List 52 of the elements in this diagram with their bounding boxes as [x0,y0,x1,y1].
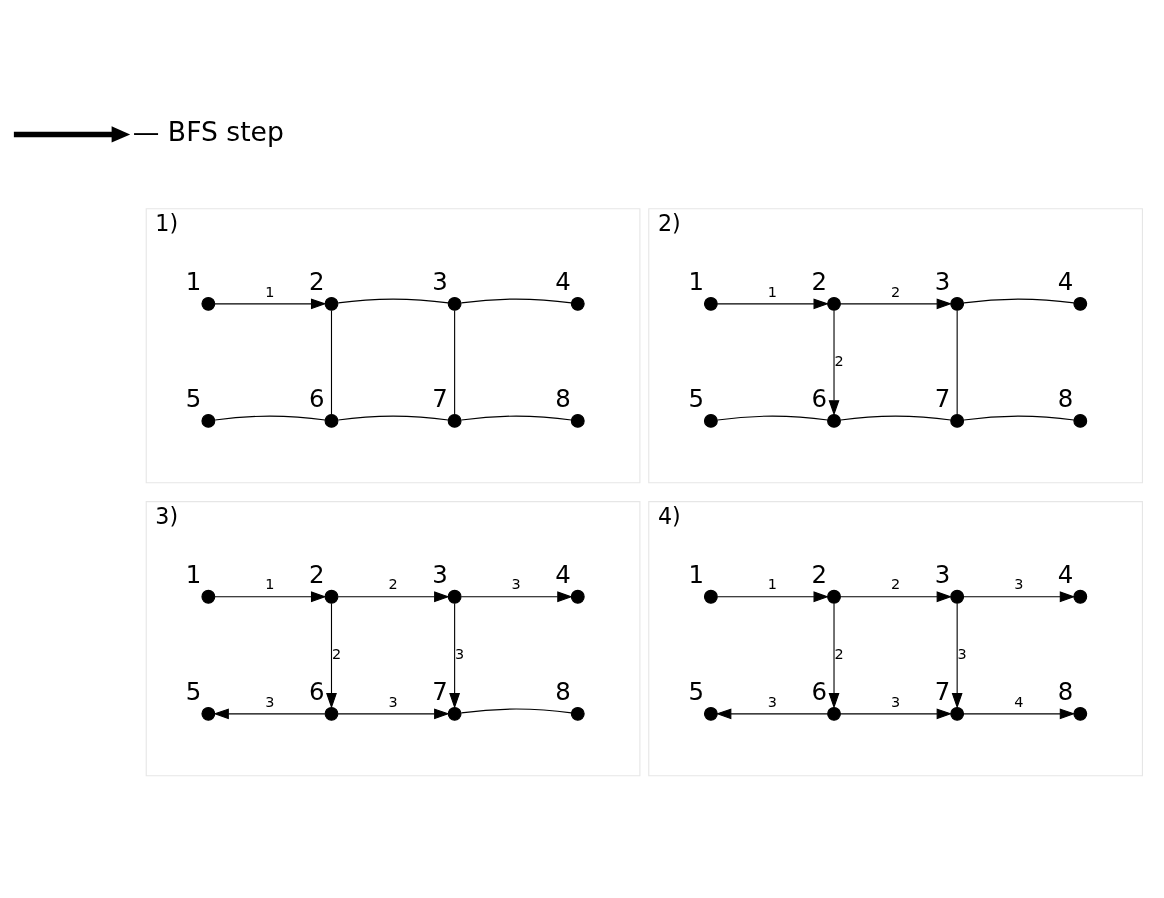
node-label: 6 [309,676,325,706]
node-label: 7 [432,676,448,706]
node-label: 8 [1057,383,1074,413]
edge-label: 2 [834,352,844,369]
node-label: 1 [185,266,202,296]
edge-label: 4 [1014,693,1024,710]
node-label: 6 [811,676,828,706]
edge-label: 1 [265,283,275,300]
edge-label: 3 [1014,575,1024,592]
edge-label: 1 [265,575,275,592]
edge-label: 2 [891,283,901,300]
node-label: 4 [555,559,571,589]
edge-label: 2 [331,645,342,662]
node-label: 6 [309,383,325,413]
node-label: 4 [555,266,571,296]
edge-label: 2 [834,645,844,662]
edge-label: 2 [388,575,398,592]
node-label: 1 [688,266,704,296]
edge-label: 3 [455,645,465,662]
node-label: 3 [432,266,448,296]
edge-label: 3 [511,575,521,592]
node-label: 5 [185,676,202,706]
node-label: 7 [934,383,951,413]
node-label: 7 [432,383,448,413]
edge-label: 3 [388,693,398,710]
node-label: 2 [309,559,325,589]
node-label: 3 [934,559,951,589]
edge-label: 1 [767,575,778,592]
node-label: 5 [185,383,202,413]
node-label: 6 [811,383,828,413]
node-label: 4 [1057,266,1074,296]
node-label: 5 [688,676,704,706]
node-label: 4 [1057,559,1074,589]
edge-label: 3 [767,693,778,710]
node-label: 2 [309,266,325,296]
node-label: 1 [185,559,202,589]
edge-label: 3 [265,693,275,710]
node-label: 8 [555,676,571,706]
node-label: 3 [934,266,951,296]
node-label: 2 [811,266,828,296]
node-label: 3 [432,559,448,589]
edge-label: 2 [891,575,901,592]
node-label: 5 [688,383,704,413]
node-label: 8 [1057,676,1074,706]
node-label: 7 [934,676,951,706]
node-label: 2 [811,559,828,589]
edge-label: 1 [767,283,778,300]
edge-label: 3 [891,693,901,710]
node-label: 1 [688,559,704,589]
node-label: 8 [555,383,571,413]
edge-label: 3 [957,645,967,662]
legend-label: — BFS step [132,115,284,147]
